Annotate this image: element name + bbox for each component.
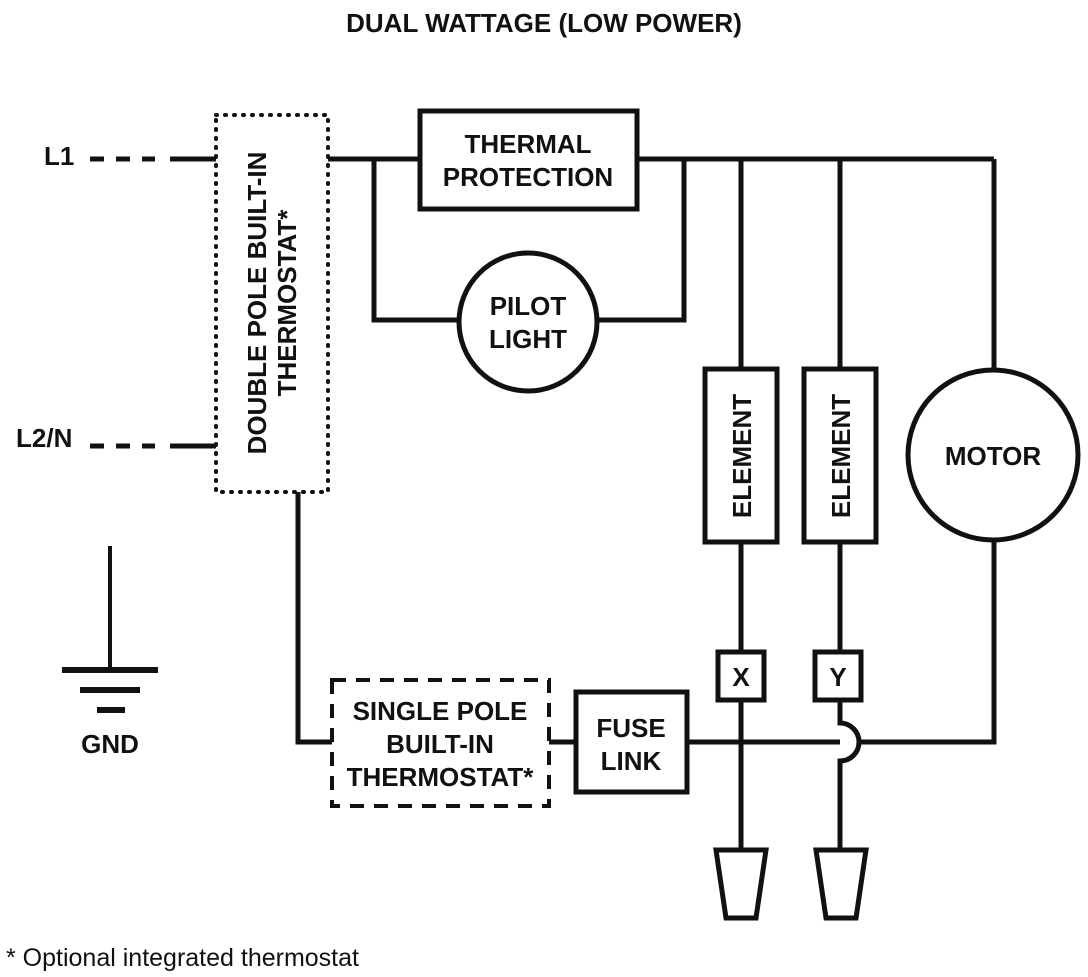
svg-text:THERMOSTAT*: THERMOSTAT* [272, 209, 302, 397]
fuse-link-box [573, 689, 690, 795]
single-pole-thermostat-box [330, 678, 551, 808]
terminal-x-label: X [732, 662, 750, 692]
thermal-protection-label-2: PROTECTION [443, 162, 613, 192]
fuse-link-label-2: LINK [601, 746, 662, 776]
fuse-link-label-1: FUSE [596, 713, 665, 743]
single-pole-label-3: THERMOSTAT* [347, 762, 535, 792]
terminal-y-label: Y [829, 662, 846, 692]
single-pole-label-2: BUILT-IN [386, 729, 494, 759]
pilot-wire-right [597, 159, 687, 323]
terminal-y-lead-crossover [837, 700, 862, 850]
thermal-protection-label-1: THERMAL [464, 129, 591, 159]
motor-label: MOTOR [945, 441, 1042, 471]
element1-label: ELEMENT [727, 394, 757, 518]
footnote: * Optional integrated thermostat [6, 944, 359, 972]
gnd-label: GND [81, 729, 139, 759]
element2-label: ELEMENT [826, 394, 856, 518]
single-pole-label-1: SINGLE POLE [353, 696, 528, 726]
terminal-x-box [715, 649, 767, 703]
pilot-light-label-2: LIGHT [489, 324, 567, 354]
thermostat-link-wire [295, 492, 332, 745]
pilot-wire-left [371, 159, 459, 323]
connector-x-icon [713, 847, 769, 921]
diagram-title: DUAL WATTAGE (LOW POWER) [346, 8, 742, 38]
l1-label: L1 [44, 141, 74, 171]
l2n-label: L2/N [16, 423, 72, 453]
motor-return-wire [858, 540, 997, 745]
connector-y-icon [813, 847, 869, 921]
thermal-protection-box [417, 108, 640, 212]
pilot-light-circle [456, 250, 600, 394]
ground-icon [62, 546, 158, 713]
double-pole-thermostat-label: DOUBLE POLE BUILT-IN THERMOSTAT* [242, 152, 302, 455]
pilot-light-label-1: PILOT [490, 291, 567, 321]
element2-box [801, 366, 879, 545]
svg-text:DOUBLE POLE BUILT-IN: DOUBLE POLE BUILT-IN [242, 152, 272, 455]
double-pole-thermostat-box [214, 113, 330, 494]
